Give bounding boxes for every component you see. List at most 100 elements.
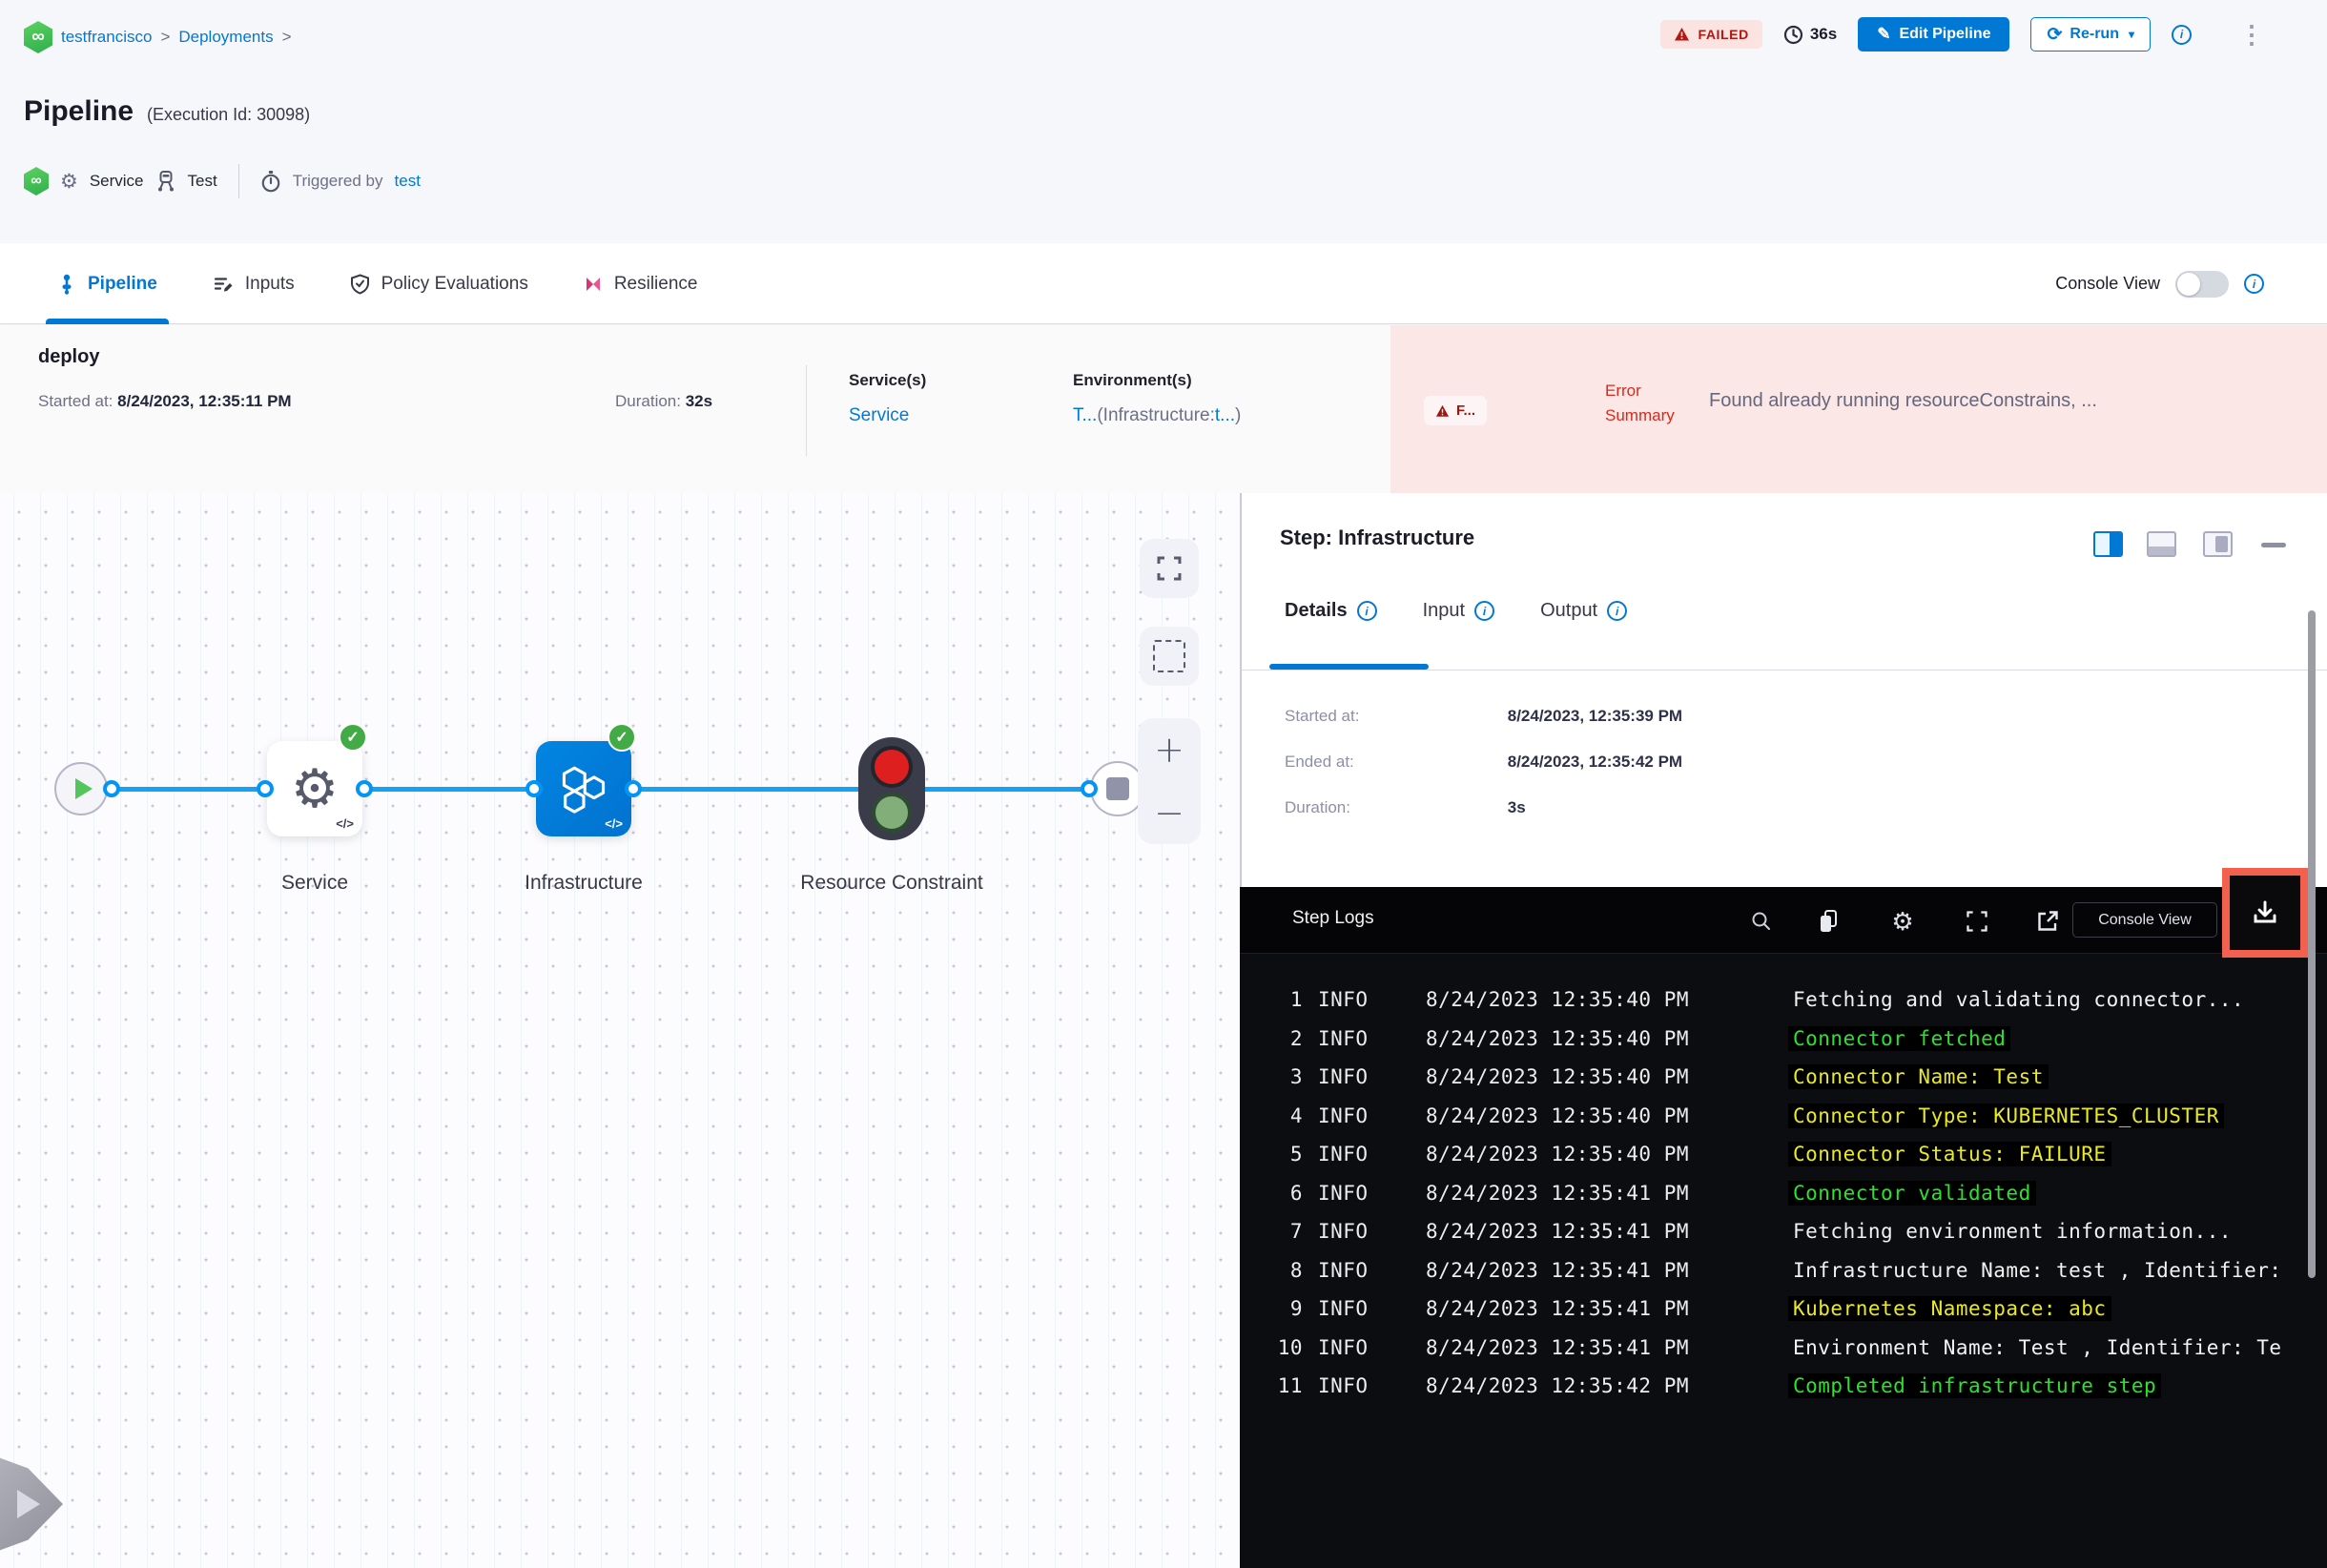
zoom-out-button[interactable]: −	[1154, 792, 1184, 834]
divider	[237, 164, 239, 198]
minimize-panel-button[interactable]	[2261, 543, 2286, 547]
expand-panel-handle[interactable]	[0, 1455, 63, 1554]
log-fullscreen-button[interactable]	[1961, 905, 1993, 938]
details-info-icon[interactable]: i	[1356, 601, 1377, 621]
external-link-icon	[2038, 911, 2058, 931]
step-logs-panel: Step Logs ⚙ Console View	[1240, 887, 2327, 1568]
log-line-number: 11	[1277, 1374, 1303, 1398]
error-summary-message: Found already running resourceConstrains…	[1709, 390, 2097, 411]
zoom-controls: + −	[1138, 718, 1201, 844]
log-row: 7 INFO 8/24/2023 12:35:41 PM Fetching en…	[1240, 1212, 2327, 1251]
log-level: INFO	[1318, 1104, 1369, 1127]
rerun-button[interactable]: ⟳ Re-run ▾	[2030, 17, 2151, 52]
connector-dot	[356, 780, 373, 797]
log-copy-button[interactable]	[1812, 905, 1844, 938]
node-label-service: Service	[280, 872, 349, 894]
log-level: INFO	[1318, 988, 1369, 1012]
log-console-view-button[interactable]: Console View	[2072, 902, 2217, 938]
log-search-button[interactable]	[1745, 905, 1778, 938]
log-open-new-tab-button[interactable]	[2031, 905, 2064, 938]
log-download-button[interactable]	[2228, 876, 2302, 952]
log-line-number: 9	[1289, 1297, 1303, 1321]
highlight-annotation-box	[2222, 868, 2308, 958]
breadcrumb-org-link[interactable]: testfrancisco	[61, 28, 153, 46]
panel-scrollbar[interactable]	[2308, 610, 2316, 1278]
info-icon[interactable]: i	[2172, 24, 2192, 45]
stage-summary: deploy Started at: 8/24/2023, 12:35:11 P…	[0, 325, 2327, 493]
chevron-right-icon: >	[281, 28, 292, 46]
layout-floating-button[interactable]	[2203, 531, 2233, 557]
log-lines: 1 INFO 8/24/2023 12:35:40 PM Fetching an…	[1240, 980, 2327, 1406]
node-resource-constraint[interactable]	[858, 737, 925, 840]
elapsed-time-value: 36s	[1809, 25, 1838, 43]
log-row: 3 INFO 8/24/2023 12:35:40 PM Connector N…	[1240, 1058, 2327, 1097]
pencil-icon: ✎	[1877, 25, 1891, 43]
log-settings-button[interactable]: ⚙	[1891, 906, 1914, 936]
page-title: Pipeline	[24, 95, 134, 127]
log-timestamp: 8/24/2023 12:35:40 PM	[1426, 1065, 1690, 1089]
tab-output[interactable]: Output i	[1540, 600, 1628, 622]
harness-cd-icon: ∞	[24, 167, 49, 196]
log-line-number: 7	[1289, 1220, 1303, 1244]
service-link[interactable]: Service	[849, 405, 910, 425]
step-started-value: 8/24/2023, 12:35:39 PM	[1507, 707, 1683, 725]
code-icon: </>	[336, 816, 354, 831]
fullscreen-icon	[1157, 556, 1182, 581]
failed-short-badge: F...	[1424, 396, 1488, 425]
pipeline-canvas[interactable]: ⚙ </> ✓ Service </> ✓ Infrastructure Res…	[0, 493, 1240, 1568]
output-info-icon[interactable]: i	[1607, 601, 1628, 621]
environment-icon	[157, 171, 174, 192]
trigger-user-link[interactable]: test	[394, 172, 421, 190]
layout-split-right-button[interactable]	[2093, 531, 2123, 557]
log-level: INFO	[1318, 1374, 1369, 1398]
duration-label: Duration:	[615, 392, 681, 410]
pipeline-tab-icon	[62, 274, 72, 295]
console-view-info-icon[interactable]: i	[2244, 274, 2264, 294]
environment-link[interactable]: T...	[1073, 405, 1098, 425]
edit-pipeline-button[interactable]: ✎ Edit Pipeline	[1858, 17, 2010, 52]
tab-details[interactable]: Details i	[1285, 600, 1377, 622]
step-ended-label: Ended at:	[1285, 753, 1354, 771]
log-row: 9 INFO 8/24/2023 12:35:41 PM Kubernetes …	[1240, 1289, 2327, 1329]
status-badge: FAILED	[1660, 20, 1762, 49]
console-view-toggle[interactable]	[2175, 270, 2229, 298]
policy-shield-icon	[350, 273, 369, 295]
trigger-stopwatch-icon	[261, 170, 280, 192]
canvas-fullscreen-button[interactable]	[1140, 539, 1199, 598]
zoom-in-button[interactable]: +	[1154, 729, 1184, 771]
log-message: Fetching and validating connector...	[1793, 988, 2245, 1012]
tab-resilience[interactable]: Resilience	[584, 243, 697, 324]
tab-policy-evaluations[interactable]: Policy Evaluations	[350, 243, 528, 324]
search-icon	[1752, 912, 1770, 930]
refresh-icon: ⟳	[2047, 24, 2063, 45]
input-info-icon[interactable]: i	[1474, 601, 1495, 621]
log-message: Infrastructure Name: test , Identifier:	[1793, 1258, 2282, 1282]
log-row: 10 INFO 8/24/2023 12:35:41 PM Environmen…	[1240, 1329, 2327, 1368]
tab-input[interactable]: Input i	[1423, 600, 1495, 622]
breadcrumb-deployments-link[interactable]: Deployments	[178, 28, 274, 46]
inputs-tab-icon	[214, 277, 233, 292]
connector-dot	[1081, 780, 1098, 797]
log-timestamp: 8/24/2023 12:35:42 PM	[1426, 1374, 1690, 1398]
tab-inputs[interactable]: Inputs	[213, 243, 295, 324]
log-timestamp: 8/24/2023 12:35:41 PM	[1426, 1335, 1690, 1359]
log-row: 1 INFO 8/24/2023 12:35:40 PM Fetching an…	[1240, 980, 2327, 1020]
log-level: INFO	[1318, 1181, 1369, 1205]
services-header: Service(s)	[849, 371, 927, 389]
traffic-green-light	[872, 792, 912, 833]
tab-pipeline[interactable]: Pipeline	[46, 243, 169, 324]
log-timestamp: 8/24/2023 12:35:40 PM	[1426, 1104, 1690, 1127]
infrastructure-link[interactable]: t...	[1214, 405, 1236, 425]
log-line-number: 2	[1289, 1026, 1303, 1050]
log-line-number: 4	[1289, 1104, 1303, 1127]
node-service[interactable]: ⚙ </>	[267, 741, 362, 836]
start-node[interactable]	[54, 762, 108, 815]
arrow-right-icon	[17, 1490, 40, 1518]
kebab-menu-icon[interactable]: ⋮	[2239, 19, 2264, 49]
node-infrastructure[interactable]: </>	[536, 741, 631, 836]
triggered-by-label: Triggered by	[292, 172, 383, 190]
execution-tabbar: Pipeline Inputs Policy Evaluations Resil…	[0, 243, 2327, 324]
canvas-select-button[interactable]	[1140, 627, 1199, 686]
service-gear-icon: ⚙	[60, 170, 78, 193]
layout-bottom-button[interactable]	[2147, 531, 2176, 557]
